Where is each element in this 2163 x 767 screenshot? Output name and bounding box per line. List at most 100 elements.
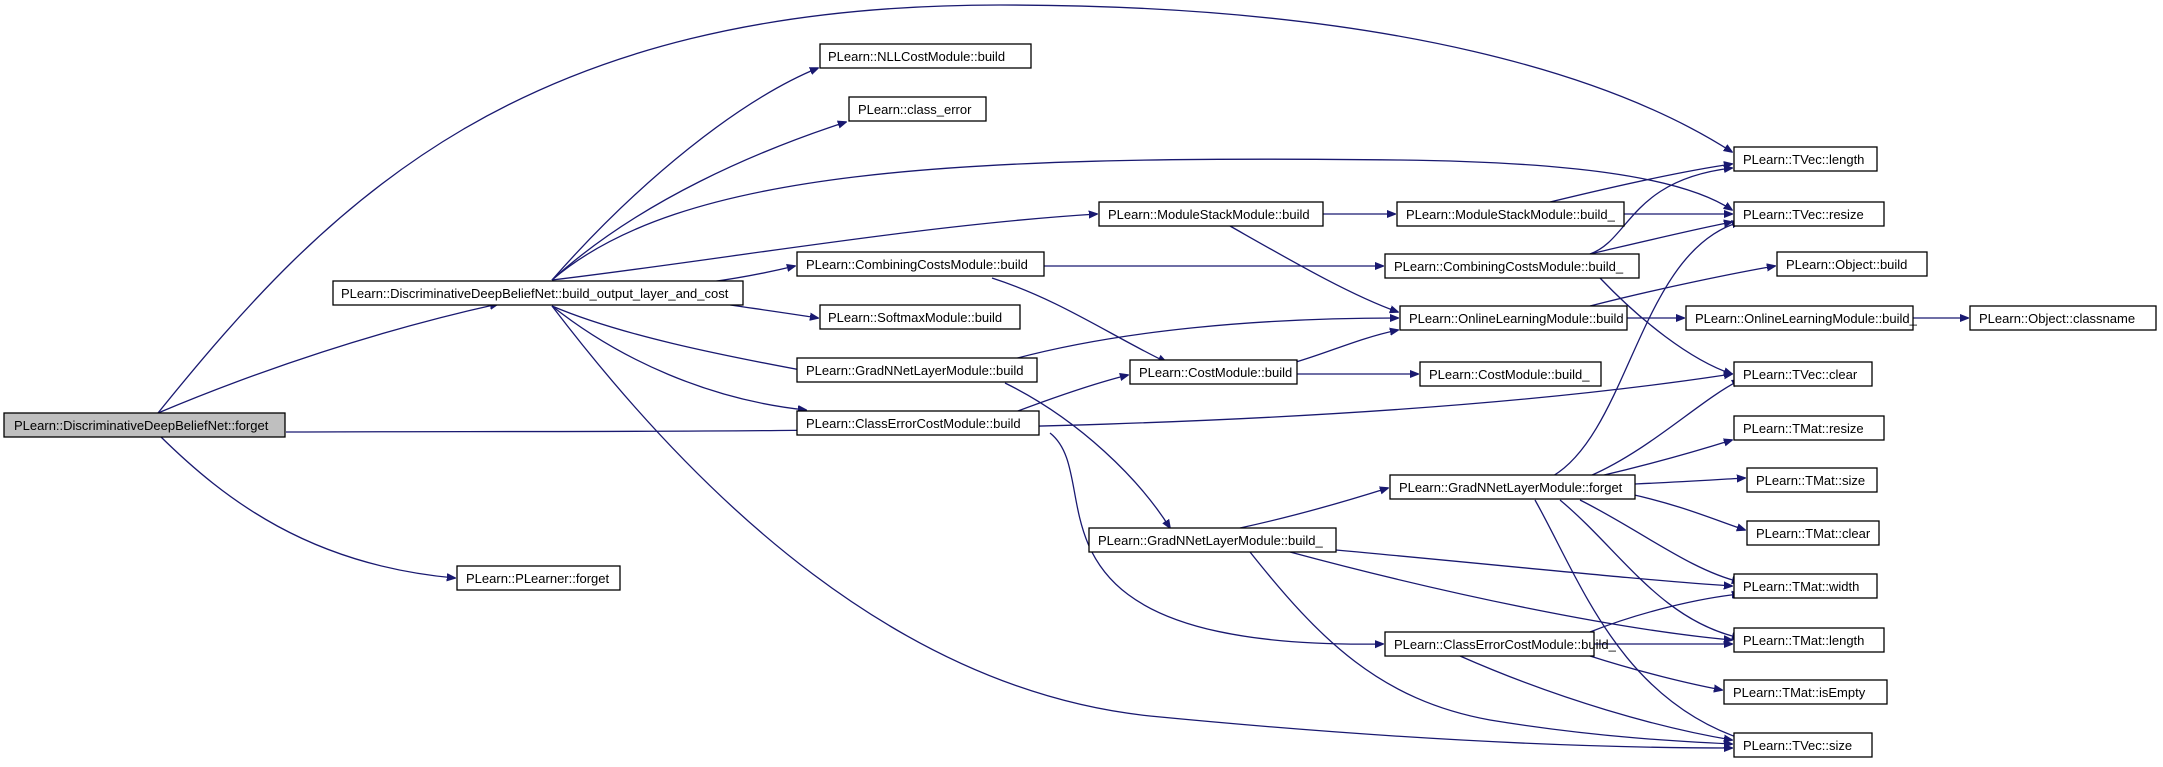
edge-build-output-to-tvec-size xyxy=(551,305,1732,748)
node-cost-build-[interactable]: PLearn::CostModule::build_ xyxy=(1419,361,1602,387)
node-classerrorcost-build[interactable]: PLearn::ClassErrorCostModule::build xyxy=(796,410,1040,436)
node-cost-build[interactable]: PLearn::CostModule::build xyxy=(1129,359,1298,385)
edge-gnl-build--to-tmat-length xyxy=(1289,551,1732,640)
node-tmat-size[interactable]: PLearn::TMat::size xyxy=(1746,467,1878,493)
edge-build-output-to-nll xyxy=(551,68,818,281)
node-label: PLearn::GradNNetLayerModule::build xyxy=(806,363,1024,378)
node-label: PLearn::GradNNetLayerModule::build_ xyxy=(1098,533,1324,548)
node-label: PLearn::ModuleStackModule::build_ xyxy=(1406,207,1616,222)
node-label: PLearn::Object::build xyxy=(1786,257,1907,272)
edge-cecm-build-to-cm-build xyxy=(1009,375,1128,415)
node-label: PLearn::CostModule::build_ xyxy=(1429,367,1590,382)
node-label: PLearn::OnlineLearningModule::build xyxy=(1409,311,1624,326)
node-label: PLearn::TVec::clear xyxy=(1743,367,1858,382)
edge-gnl-build--to-gnl-forget xyxy=(1239,488,1388,529)
node-combiningcosts-build-[interactable]: PLearn::CombiningCostsModule::build_ xyxy=(1384,253,1640,279)
edge-gnl-build-to-olm-build xyxy=(1009,318,1398,361)
node-classerrorcost-build-[interactable]: PLearn::ClassErrorCostModule::build_ xyxy=(1384,631,1617,657)
edge-cecm-build--to-tmat-width xyxy=(1589,594,1740,633)
node-label: PLearn::OnlineLearningModule::build_ xyxy=(1695,311,1918,326)
edge-gnl-build--to-tmat-width xyxy=(1335,549,1732,586)
node-tvec-clear[interactable]: PLearn::TVec::clear xyxy=(1733,361,1873,387)
node-onlinelearning-build[interactable]: PLearn::OnlineLearningModule::build xyxy=(1399,305,1628,331)
node-label: PLearn::CombiningCostsModule::build_ xyxy=(1394,259,1624,274)
node-label: PLearn::TMat::length xyxy=(1743,633,1864,648)
node-label: PLearn::TMat::size xyxy=(1756,473,1865,488)
edge-cm-build-to-olm-build xyxy=(1295,330,1398,363)
node-label: PLearn::GradNNetLayerModule::forget xyxy=(1399,480,1623,495)
edge-ccm-build--to-tvec-length xyxy=(1589,168,1732,255)
node-label: PLearn::TVec::size xyxy=(1743,738,1852,753)
edge-gnl-build--to-tvec-size xyxy=(1249,551,1732,744)
node-label: PLearn::CombiningCostsModule::build xyxy=(806,257,1028,272)
edge-msm-build-to-olm-build xyxy=(1229,225,1398,312)
call-edges xyxy=(157,4,1968,748)
edge-root-to-build-output xyxy=(157,304,498,414)
node-plearner-forget[interactable]: PLearn::PLearner::forget xyxy=(456,565,621,591)
edge-ccm-build--to-tvec-clear xyxy=(1599,277,1732,374)
node-softmax-build[interactable]: PLearn::SoftmaxModule::build xyxy=(819,304,1021,330)
edge-gnl-forget-to-tvec-resize xyxy=(1552,222,1740,477)
edge-cecm-build-to-cecm-build- xyxy=(1049,432,1383,644)
node-label: PLearn::TMat::resize xyxy=(1743,421,1864,436)
node-label: PLearn::TMat::isEmpty xyxy=(1733,685,1866,700)
node-gradnnetlayer-forget[interactable]: PLearn::GradNNetLayerModule::forget xyxy=(1389,474,1636,500)
node-label: PLearn::TVec::resize xyxy=(1743,207,1864,222)
node-label: PLearn::TVec::length xyxy=(1743,152,1864,167)
node-tmat-length[interactable]: PLearn::TMat::length xyxy=(1733,627,1885,653)
node-gradnnetlayer-build[interactable]: PLearn::GradNNetLayerModule::build xyxy=(796,357,1038,383)
node-build-output-layer-and-cost[interactable]: PLearn::DiscriminativeDeepBeliefNet::bui… xyxy=(332,280,744,306)
node-object-build[interactable]: PLearn::Object::build xyxy=(1776,251,1928,277)
node-label: PLearn::SoftmaxModule::build xyxy=(828,310,1002,325)
edge-root-to-tvec-length xyxy=(157,4,1732,414)
node-class-error[interactable]: PLearn::class_error xyxy=(848,96,987,122)
node-object-classname[interactable]: PLearn::Object::classname xyxy=(1969,305,2157,331)
edge-build-output-to-msm-build xyxy=(551,214,1097,281)
edge-cecm-build--to-tmat-isempty xyxy=(1589,655,1722,690)
node-modulestack-build-[interactable]: PLearn::ModuleStackModule::build_ xyxy=(1396,201,1625,227)
node-label: PLearn::PLearner::forget xyxy=(466,571,609,586)
node-tvec-resize[interactable]: PLearn::TVec::resize xyxy=(1733,201,1885,227)
node-onlinelearning-build-[interactable]: PLearn::OnlineLearningModule::build_ xyxy=(1685,305,1918,331)
edge-gnl-forget-to-tvec-size xyxy=(1534,499,1745,740)
node-label: PLearn::CostModule::build xyxy=(1139,365,1292,380)
node-tvec-size[interactable]: PLearn::TVec::size xyxy=(1733,732,1873,758)
node-modulestack-build[interactable]: PLearn::ModuleStackModule::build xyxy=(1098,201,1324,227)
edge-olm-build-to-obj-build xyxy=(1589,266,1775,307)
edge-build-output-to-ccm-build xyxy=(709,266,795,283)
node-tmat-resize[interactable]: PLearn::TMat::resize xyxy=(1733,415,1885,441)
edge-build-output-to-class-error xyxy=(551,122,846,281)
edge-root-to-plearner-forget xyxy=(159,435,455,578)
node-label: PLearn::DiscriminativeDeepBeliefNet::bui… xyxy=(341,286,729,301)
node-gradnnetlayer-build-[interactable]: PLearn::GradNNetLayerModule::build_ xyxy=(1088,527,1337,553)
node-nllcost-build[interactable]: PLearn::NLLCostModule::build xyxy=(819,43,1032,69)
node-label: PLearn::class_error xyxy=(858,102,972,117)
node-label: PLearn::Object::classname xyxy=(1979,311,2135,326)
edge-gnl-forget-to-tmat-length xyxy=(1559,499,1740,638)
edge-ccm-build-to-cm-build xyxy=(991,277,1166,362)
edge-gnl-forget-to-tmat-clear xyxy=(1629,493,1745,530)
node-tmat-isempty[interactable]: PLearn::TMat::isEmpty xyxy=(1723,679,1888,705)
node-label: PLearn::ModuleStackModule::build xyxy=(1108,207,1310,222)
node-tvec-length[interactable]: PLearn::TVec::length xyxy=(1733,146,1878,172)
node-tmat-clear[interactable]: PLearn::TMat::clear xyxy=(1746,520,1880,546)
edge-msm-build--to-tvec-length xyxy=(1549,164,1732,203)
edge-gnl-forget-to-tmat-resize xyxy=(1599,440,1732,477)
node-combiningcosts-build[interactable]: PLearn::CombiningCostsModule::build xyxy=(796,251,1045,277)
node-label: PLearn::TMat::clear xyxy=(1756,526,1871,541)
edge-gnl-forget-to-tvec-clear xyxy=(1589,380,1740,477)
edge-ccm-build--to-tvec-resize xyxy=(1589,222,1732,255)
edge-build-output-to-gnl-build xyxy=(551,305,806,371)
edge-cecm-build--to-tvec-size xyxy=(1459,655,1732,740)
node-tmat-width[interactable]: PLearn::TMat::width xyxy=(1733,573,1878,599)
node-root-forget[interactable]: PLearn::DiscriminativeDeepBeliefNet::for… xyxy=(3,412,286,438)
node-label: PLearn::NLLCostModule::build xyxy=(828,49,1005,64)
node-label: PLearn::ClassErrorCostModule::build_ xyxy=(1394,637,1617,652)
node-label: PLearn::DiscriminativeDeepBeliefNet::for… xyxy=(14,418,269,433)
edge-build-output-to-tvec-resize xyxy=(551,158,1732,281)
node-label: PLearn::TMat::width xyxy=(1743,579,1859,594)
edge-gnl-forget-to-tmat-width xyxy=(1579,499,1740,582)
edge-gnl-forget-to-tmat-size xyxy=(1634,478,1745,485)
edge-gnl-build-to-gnl-build- xyxy=(1004,382,1170,528)
